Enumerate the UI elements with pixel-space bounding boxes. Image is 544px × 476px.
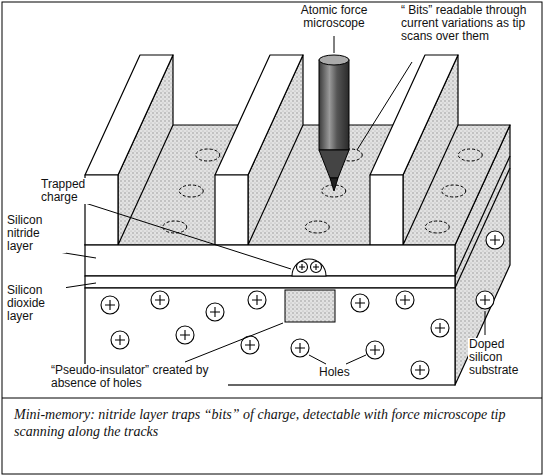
bit	[425, 221, 449, 233]
hole-symbol	[396, 291, 414, 309]
hole-symbol	[101, 296, 119, 314]
part-label: Atomic force microscope	[270, 4, 398, 30]
afm-needle	[330, 178, 338, 191]
part-label: Silicon nitride layer	[6, 214, 66, 253]
leader-line	[357, 62, 412, 150]
hole-symbol	[431, 319, 449, 337]
leader-line	[346, 355, 366, 364]
hole-symbol	[206, 303, 224, 321]
bit	[196, 149, 220, 161]
charge-symbol	[297, 262, 308, 273]
charge-symbol	[311, 262, 322, 273]
leader-line	[309, 355, 326, 364]
ridge-front	[370, 175, 403, 245]
afm-tip	[319, 55, 349, 191]
oxide-layer	[85, 276, 455, 288]
hole-symbol	[291, 339, 309, 357]
leader-line	[334, 36, 335, 53]
charge-dome	[292, 259, 326, 276]
leader-line	[485, 311, 486, 335]
ridge-top	[370, 55, 458, 175]
leader-line	[185, 323, 283, 362]
part-label: Doped silicon substrate	[468, 338, 538, 377]
note-label: “ Bits” readable through current variati…	[400, 4, 538, 43]
trapped-charge	[292, 259, 326, 276]
part-label: Trapped charge	[40, 178, 112, 204]
hole-symbol	[366, 341, 384, 359]
afm-cone	[319, 150, 349, 178]
hole-symbol	[176, 326, 194, 344]
ridge-top	[85, 55, 173, 175]
leader-line	[82, 202, 291, 269]
figure-caption: Mini-memory: nitride layer traps “bits” …	[14, 406, 530, 440]
ridges	[85, 55, 458, 245]
hole-symbol	[476, 291, 494, 309]
hole-symbol	[248, 291, 266, 309]
bit	[305, 221, 329, 233]
part-label: Silicon dioxide layer	[6, 284, 66, 323]
hole-symbol	[111, 331, 129, 349]
nitride-layer	[85, 245, 455, 276]
hole-symbol	[351, 294, 369, 312]
holes	[101, 231, 504, 379]
hole-symbol	[486, 231, 504, 249]
part-label: Holes	[318, 366, 356, 379]
ridge-top	[215, 55, 303, 175]
part-label: “Pseudo-insulator” created by absence of…	[50, 364, 228, 390]
bit	[163, 221, 187, 233]
pseudo-insulator	[285, 290, 335, 322]
afm-shaft	[319, 60, 349, 150]
bit	[179, 185, 203, 197]
bit	[458, 149, 482, 161]
afm-shaft-top	[319, 55, 349, 65]
caption-rule	[2, 398, 542, 399]
hole-symbol	[151, 291, 169, 309]
ridge-front	[215, 175, 248, 245]
bit	[442, 185, 466, 197]
hole-symbol	[411, 361, 429, 379]
leader-lines	[40, 36, 485, 364]
